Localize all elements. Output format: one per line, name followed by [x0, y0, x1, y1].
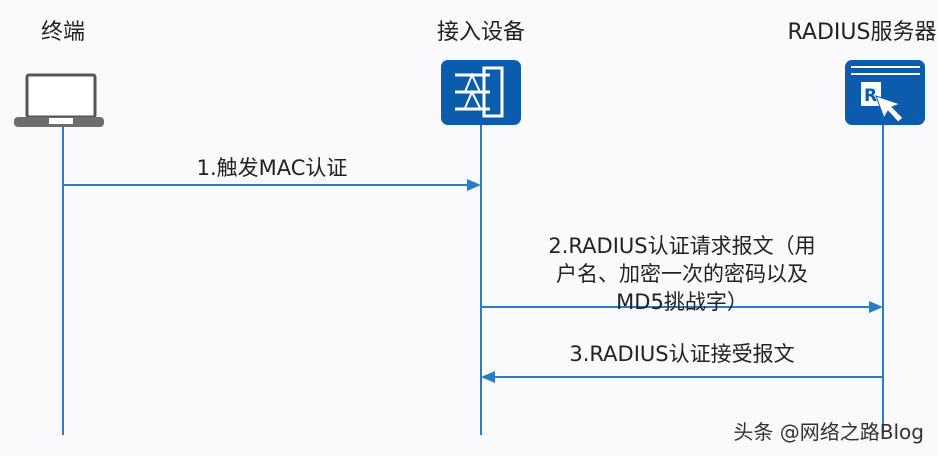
message-2-line-2: 户名、加密一次的密码以及 — [556, 262, 808, 286]
message-arrow-1 — [63, 179, 481, 191]
message-2-line-1: 2.RADIUS认证请求报文（用 — [548, 234, 816, 258]
watermark: 头条 @网络之路Blog — [733, 420, 924, 444]
laptop-icon — [14, 73, 104, 127]
participant-radius-server-label: RADIUS服务器 — [787, 20, 937, 45]
lifeline-radius-server — [882, 125, 884, 435]
message-arrow-3 — [481, 371, 883, 383]
switch-icon — [441, 60, 521, 125]
participant-access-device-label: 接入设备 — [436, 20, 526, 45]
message-label-3: 3.RADIUS认证接受报文 — [569, 340, 794, 368]
message-label-2: 2.RADIUS认证请求报文（用 户名、加密一次的密码以及 MD5挑战字） — [548, 232, 815, 316]
message-2-line-3: MD5挑战字） — [616, 290, 748, 314]
svg-text:R: R — [864, 86, 877, 106]
lifeline-terminal — [62, 127, 64, 435]
message-arrow-2 — [481, 301, 883, 313]
message-3-line: 3.RADIUS认证接受报文 — [569, 342, 795, 366]
lifeline-access-device — [480, 125, 482, 435]
message-label-1: 1.触发MAC认证 — [197, 154, 348, 182]
radius-server-icon: R — [845, 60, 925, 125]
message-1-line: 1.触发MAC认证 — [196, 156, 348, 180]
participant-terminal-label: 终端 — [40, 20, 86, 45]
